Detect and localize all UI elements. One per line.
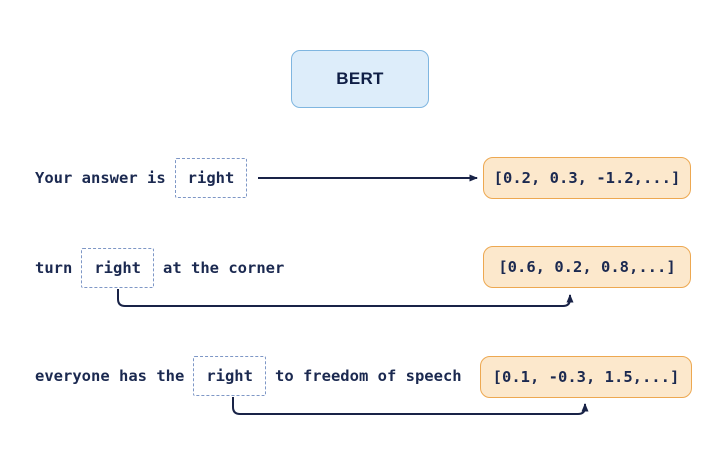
bert-model-box: BERT	[291, 50, 429, 108]
vector-box-1: [0.2, 0.3, -1.2,...]	[483, 157, 691, 199]
vector-box-3: [0.1, -0.3, 1.5,...]	[480, 356, 692, 398]
token-box-1: right	[174, 158, 248, 198]
sentence-2-prefix: turn	[35, 259, 73, 277]
sentence-2-suffix: at the corner	[163, 259, 285, 277]
sentence-1-prefix: Your answer is	[35, 169, 166, 187]
arrow-sentence3-to-vector3	[232, 397, 589, 415]
sentence-3-prefix: everyone has the	[35, 367, 185, 385]
token-box-3: right	[193, 356, 266, 396]
sentence-row-1: Your answer is right	[35, 158, 256, 198]
token-label-1: right	[187, 169, 235, 187]
token-label-2: right	[94, 259, 141, 277]
vector-value-2: [0.6, 0.2, 0.8,...]	[498, 258, 676, 276]
sentence-row-2: turn right at the corner	[35, 248, 284, 288]
token-box-2: right	[81, 248, 154, 288]
bert-model-label: BERT	[336, 69, 384, 88]
vector-box-2: [0.6, 0.2, 0.8,...]	[483, 246, 691, 288]
arrow-sentence2-to-vector2	[117, 289, 574, 307]
vector-value-3: [0.1, -0.3, 1.5,...]	[492, 368, 680, 386]
token-label-3: right	[206, 367, 253, 385]
sentence-row-3: everyone has the right to freedom of spe…	[35, 356, 462, 396]
vector-value-1: [0.2, 0.3, -1.2,...]	[493, 169, 681, 187]
sentence-3-suffix: to freedom of speech	[274, 367, 462, 385]
